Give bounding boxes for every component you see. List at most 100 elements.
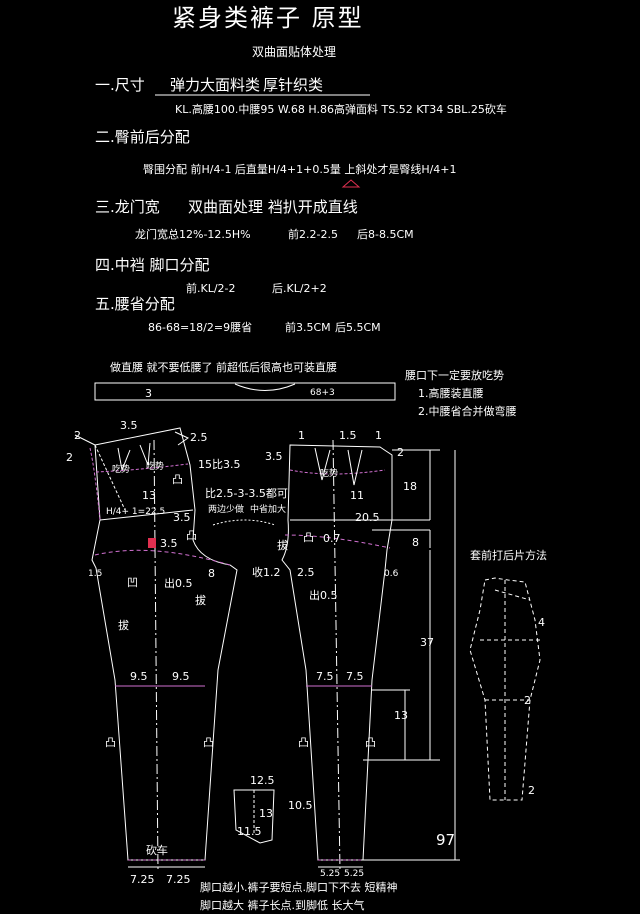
front-7-25a: 7.25 [130,873,155,886]
back-3-5: 3.5 [265,450,283,463]
pocket-outline [233,789,275,844]
back-97: 97 [436,831,456,849]
section1-item1: 弹力大面料类 [170,76,261,94]
section1-specs: KL.高腰100.中腰95 W.68 H.86高弹面料 TS.52 KT34 S… [175,103,507,116]
section4-front: 前.KL/2-2 [186,282,236,295]
section5-detail: 86-68=18/2=9腰省 [148,321,253,334]
front-fly-dash [212,519,276,526]
waistband-label-right: 68+3 [310,388,335,398]
back-0-7: 0.7 [323,532,341,545]
back-out-0-5: 出0.5 [309,589,338,602]
inset-2b: 2 [528,784,535,797]
back-20-5: 20.5 [355,511,380,524]
back-convex-left: 凸 [298,736,309,749]
front-ratio-a: 两边少做 [208,505,245,515]
front-3-5c: 3.5 [160,537,178,550]
front-7-25b: 7.25 [166,873,191,886]
front-2-left: 2 [66,451,73,464]
front-out-0-5: 出0.5 [164,577,193,590]
section3-heading: 三.龙门宽 [95,198,160,216]
front-2-5: 2.5 [190,431,208,444]
back-5-25a: 5.25 [320,869,341,879]
back-8: 8 [412,536,419,549]
back-darts [314,447,363,486]
front-hem-label: 砍车 [146,844,168,857]
back-18: 18 [403,480,417,493]
front-ticks [74,431,189,446]
note-waist-under: 腰口下一定要放吃势 [405,369,504,382]
inset-2a: 2 [524,694,531,707]
section1-heading: 一.尺寸 [95,76,145,94]
front-convex-mid: 凸 [186,529,197,542]
inset-4: 4 [538,616,545,629]
back-grainline [332,439,341,871]
pocket-13: 13 [259,807,273,820]
front-13: 13 [142,489,156,502]
waistband-curve [234,383,296,391]
section3-front: 前2.2-2.5 [288,228,338,241]
front-3-5b: 3.5 [173,511,191,524]
section4-heading: 四.中裆 脚口分配 [95,256,210,274]
section5-heading: 五.腰省分配 [95,295,175,313]
front-9-5b: 9.5 [172,670,190,683]
back-1-top: 1 [375,429,382,442]
front-convex-right: 凸 [203,736,214,749]
front-grainline [153,439,159,871]
section3-detail: 龙门宽总12%-12.5H% [135,228,251,241]
front-convex-left: 凸 [105,736,116,749]
front-take-1-2: 收1.2 [252,566,281,579]
front-pull-right: 拔 [195,594,206,607]
back-37: 37 [420,636,434,649]
footer-line1: 脚口越小.裤子要短点.脚口下不去 短精神 [200,881,398,894]
front-2-top: 2 [74,429,81,442]
footer-line2: 脚口越大 裤子长点.到脚低 长大气 [200,899,365,912]
section1-item2: 厚针织类 [263,76,324,94]
front-15: 15比3.5 [198,458,241,471]
section5-front: 前3.5CM [285,321,331,334]
front-convex-top: 凸 [172,473,183,486]
front-hip-curve [89,447,101,521]
back-2: 2 [397,446,404,459]
inset-method-label: 套前打后片方法 [470,549,547,562]
back-1-5: 1.5 [339,429,357,442]
back-1: 1 [298,429,305,442]
note-1: 1.高腰装直腰 [418,387,484,400]
back-convex-top: 凸 [303,531,314,544]
front-ratio: 比2.5-3-3.5都可 [205,487,288,500]
front-dart1: 吃势 [112,465,131,475]
note-2: 2.中腰省合并做弯腰 [418,405,517,418]
back-pull: 拔 [277,539,288,552]
red-notch [148,538,156,548]
back-convex-right: 凸 [365,736,376,749]
back-5-25b: 5.25 [344,869,365,879]
waistband-strip [94,382,396,401]
front-hip-line [99,509,194,521]
back-11: 11 [350,489,364,502]
back-crotch-curve [284,534,391,549]
section5-back: 后5.5CM [335,321,381,334]
back-0-6: 0.6 [384,569,399,579]
front-crotch-curve [94,549,231,566]
pocket-12-5: 12.5 [250,774,275,787]
pocket-10-5: 10.5 [288,799,313,812]
page-subtitle: 双曲面贴体处理 [252,45,337,59]
section3-back: 后8-8.5CM [357,228,414,241]
front-3-5: 3.5 [120,419,138,432]
section3-extra: 双曲面处理 裆扒开成直线 [188,198,358,216]
front-pull-left: 拔 [118,619,129,632]
waistband-label-left: 3 [145,387,152,400]
pocket-11-5: 11.5 [237,825,262,838]
front-side-dash [94,444,126,511]
front-8: 8 [208,567,215,580]
section2-heading: 二.臀前后分配 [95,128,190,146]
front-push: 凹 [127,576,138,589]
back-13: 13 [394,709,408,722]
section4-back: 后.KL/2+2 [272,282,327,295]
front-ratio-b: 中省加大 [250,505,287,515]
front-dart2: 吃势 [146,462,165,472]
back-dart: 吃势 [320,469,339,479]
section2-detail: 臀围分配 前H/4-1 后直量H/4+1+0.5量 上斜处才是臀线H/4+1 [143,163,457,176]
front-hip: H/4+ 1=22.5 [106,507,166,517]
